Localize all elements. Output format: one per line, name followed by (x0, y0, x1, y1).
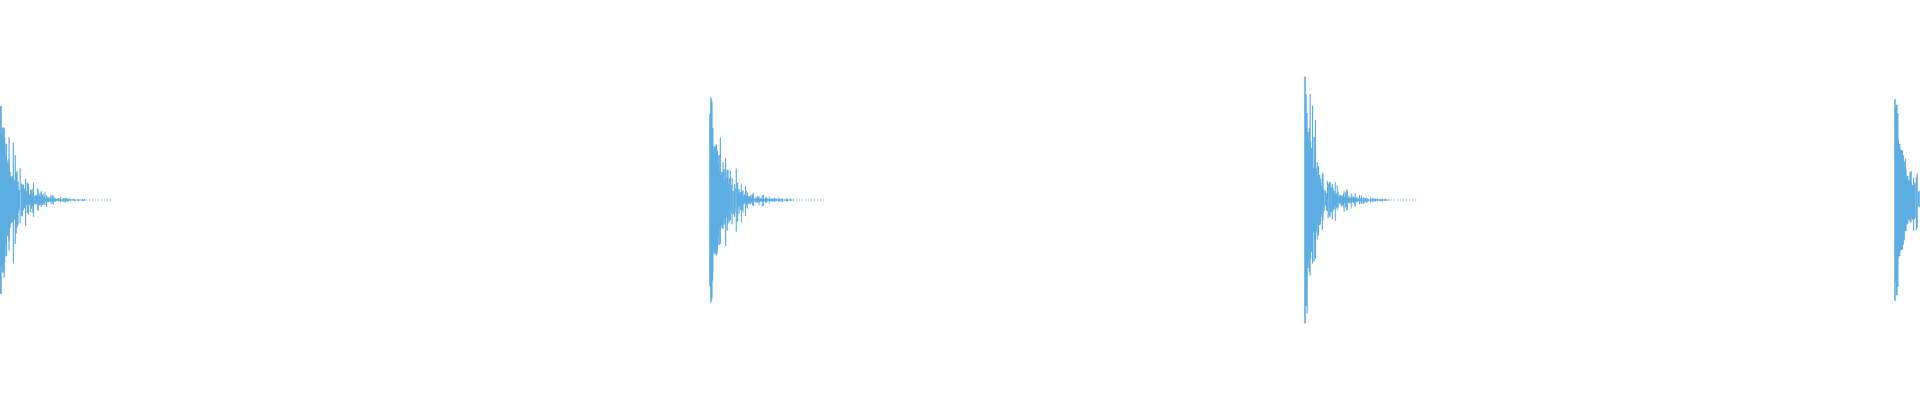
waveform-burst (709, 97, 822, 303)
waveform-burst (0, 105, 112, 295)
waveform-burst (1894, 99, 1920, 301)
waveform-bursts (0, 76, 1920, 324)
waveform-burst (1304, 76, 1417, 324)
